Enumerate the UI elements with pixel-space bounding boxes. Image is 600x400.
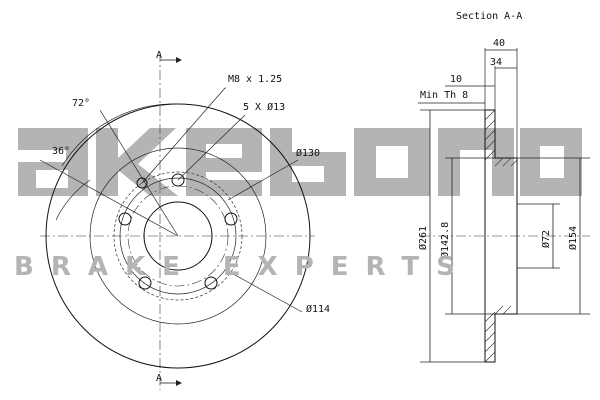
bolt-circle-label: Ø130 xyxy=(296,147,320,159)
front-view xyxy=(39,52,315,390)
bolt-hole xyxy=(171,173,185,187)
hat-height-label: 34 xyxy=(490,57,502,68)
outer-diameter-label: Ø261 xyxy=(417,226,429,250)
section-hatching xyxy=(484,109,518,363)
center-bore-label: Ø72 xyxy=(540,230,552,248)
hat-diameter-label: Ø154 xyxy=(567,226,579,250)
holes-leader xyxy=(177,114,246,181)
section-marker-bottom: A xyxy=(156,373,162,384)
section-view xyxy=(418,48,590,363)
section-title: Section A-A xyxy=(456,11,522,22)
bolt-hole xyxy=(204,276,218,290)
angle-ray-72 xyxy=(99,109,179,237)
angle-arc-36 xyxy=(55,179,91,221)
min-thickness-label: Min Th 8 xyxy=(420,90,468,101)
hub-diameter-label: Ø114 xyxy=(306,303,330,315)
friction-inner-diameter-label: Ø142.8 xyxy=(439,222,451,258)
disc-thickness-label: 10 xyxy=(450,74,462,85)
section-marker-top: A xyxy=(156,50,162,61)
holes-callout: 5 X Ø13 xyxy=(243,101,285,113)
bolt-hole xyxy=(138,276,152,290)
friction-inner-edge xyxy=(89,147,267,325)
angle-36-label: 36° xyxy=(52,146,70,157)
angle-72-label: 72° xyxy=(72,98,90,109)
tagline-watermark: BRAKE EXPERTS xyxy=(14,252,472,282)
center-bore xyxy=(143,201,213,271)
hat-hidden-edge xyxy=(113,171,243,301)
akebono-logo-watermark xyxy=(18,128,582,196)
hub-leader xyxy=(225,269,303,313)
angle-ray-36 xyxy=(39,159,179,237)
thread-leader xyxy=(141,87,226,184)
bolt-hole xyxy=(118,212,132,226)
thread-callout: M8 x 1.25 xyxy=(228,74,282,85)
labels: Section A-A 40 34 10 Min Th 8 Ø261 Ø142.… xyxy=(52,11,579,384)
total-height-label: 40 xyxy=(493,38,505,49)
bolt-hole xyxy=(224,212,238,226)
angle-arc-72 xyxy=(61,103,179,167)
bolt-circle-leader xyxy=(227,159,299,201)
hub-face-edge xyxy=(119,177,237,295)
